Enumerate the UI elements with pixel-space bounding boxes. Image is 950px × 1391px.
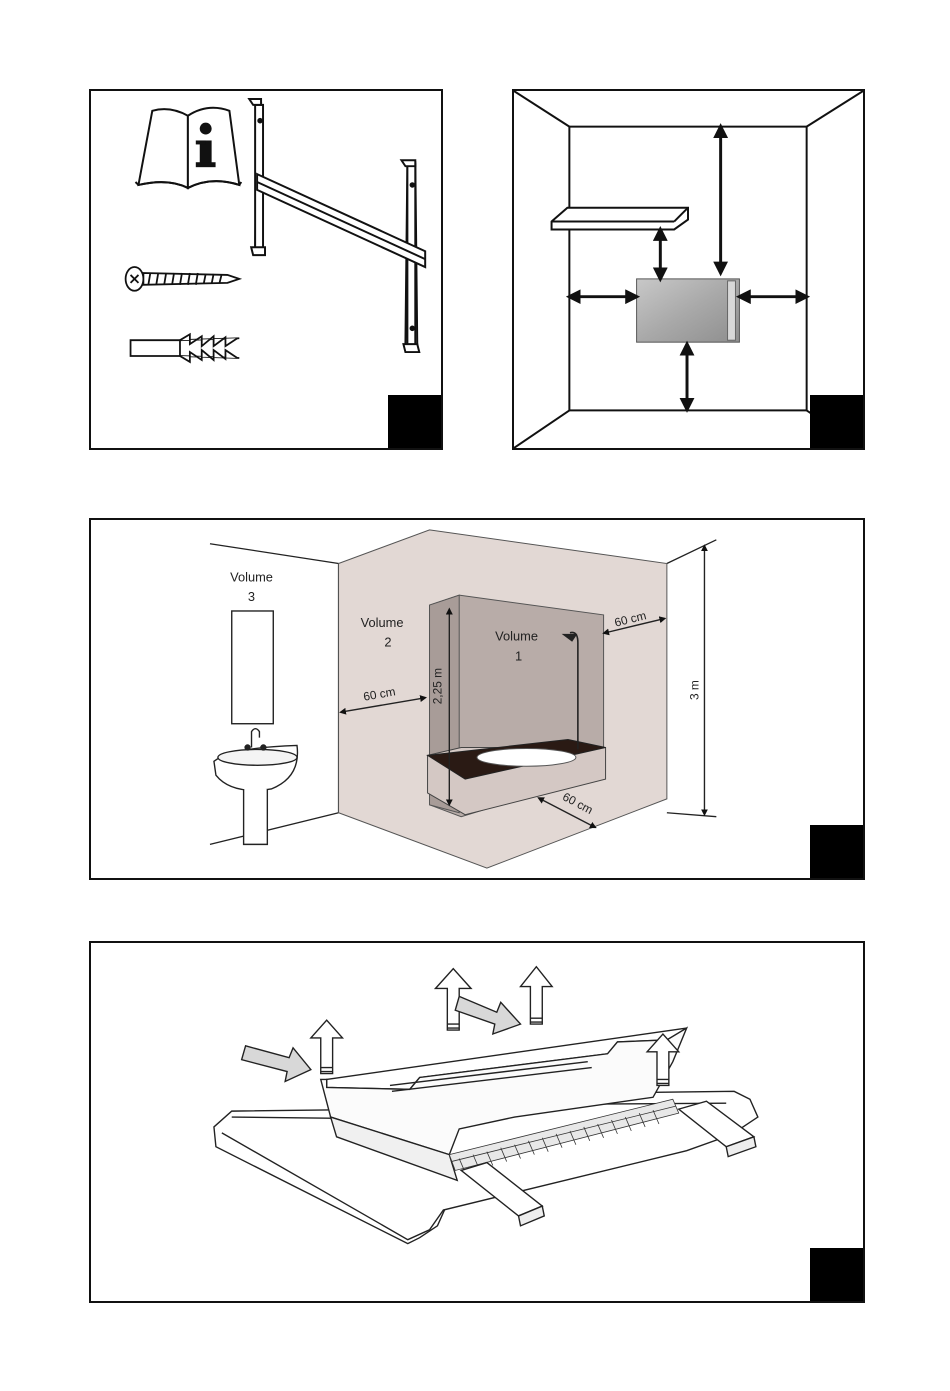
figure-corner-tab [810, 825, 863, 878]
panel-kit-contents [89, 89, 443, 450]
dimension-label-height-3m: 3 m [688, 680, 702, 700]
wall-bracket [249, 99, 425, 352]
screw-icon [126, 267, 240, 291]
figure-corner-tab [388, 395, 441, 448]
volume-2-label-line1: Volume [361, 615, 404, 630]
volume-2-label-line2: 2 [384, 635, 391, 650]
dimension-label-height-2-25m: 2,25 m [430, 668, 444, 704]
info-manual-icon [135, 108, 241, 188]
volume-1-label-line1: Volume [495, 629, 538, 644]
shelf [552, 208, 688, 230]
bathroom-volumes-diagram: Volume 3 Volume 2 Volume 1 60 cm 60 cm 6… [91, 520, 863, 878]
heater-unit [637, 279, 740, 342]
washbasin [214, 729, 298, 845]
figure-corner-tab [810, 1248, 863, 1301]
panel-unpacking [89, 941, 865, 1303]
clearance-arrows [573, 131, 802, 406]
figure-corner-tab [810, 395, 863, 448]
volume-3-label-line1: Volume [230, 569, 273, 584]
panel-installation-clearances [512, 89, 865, 450]
volume-1-label-line2: 1 [515, 648, 522, 663]
unpacking-diagram [91, 943, 863, 1301]
volume-3-label-line2: 3 [248, 589, 255, 604]
wall-plug-icon [131, 334, 240, 362]
panel-bathroom-volumes: Volume 3 Volume 2 Volume 1 60 cm 60 cm 6… [89, 518, 865, 880]
mirror [232, 611, 274, 724]
